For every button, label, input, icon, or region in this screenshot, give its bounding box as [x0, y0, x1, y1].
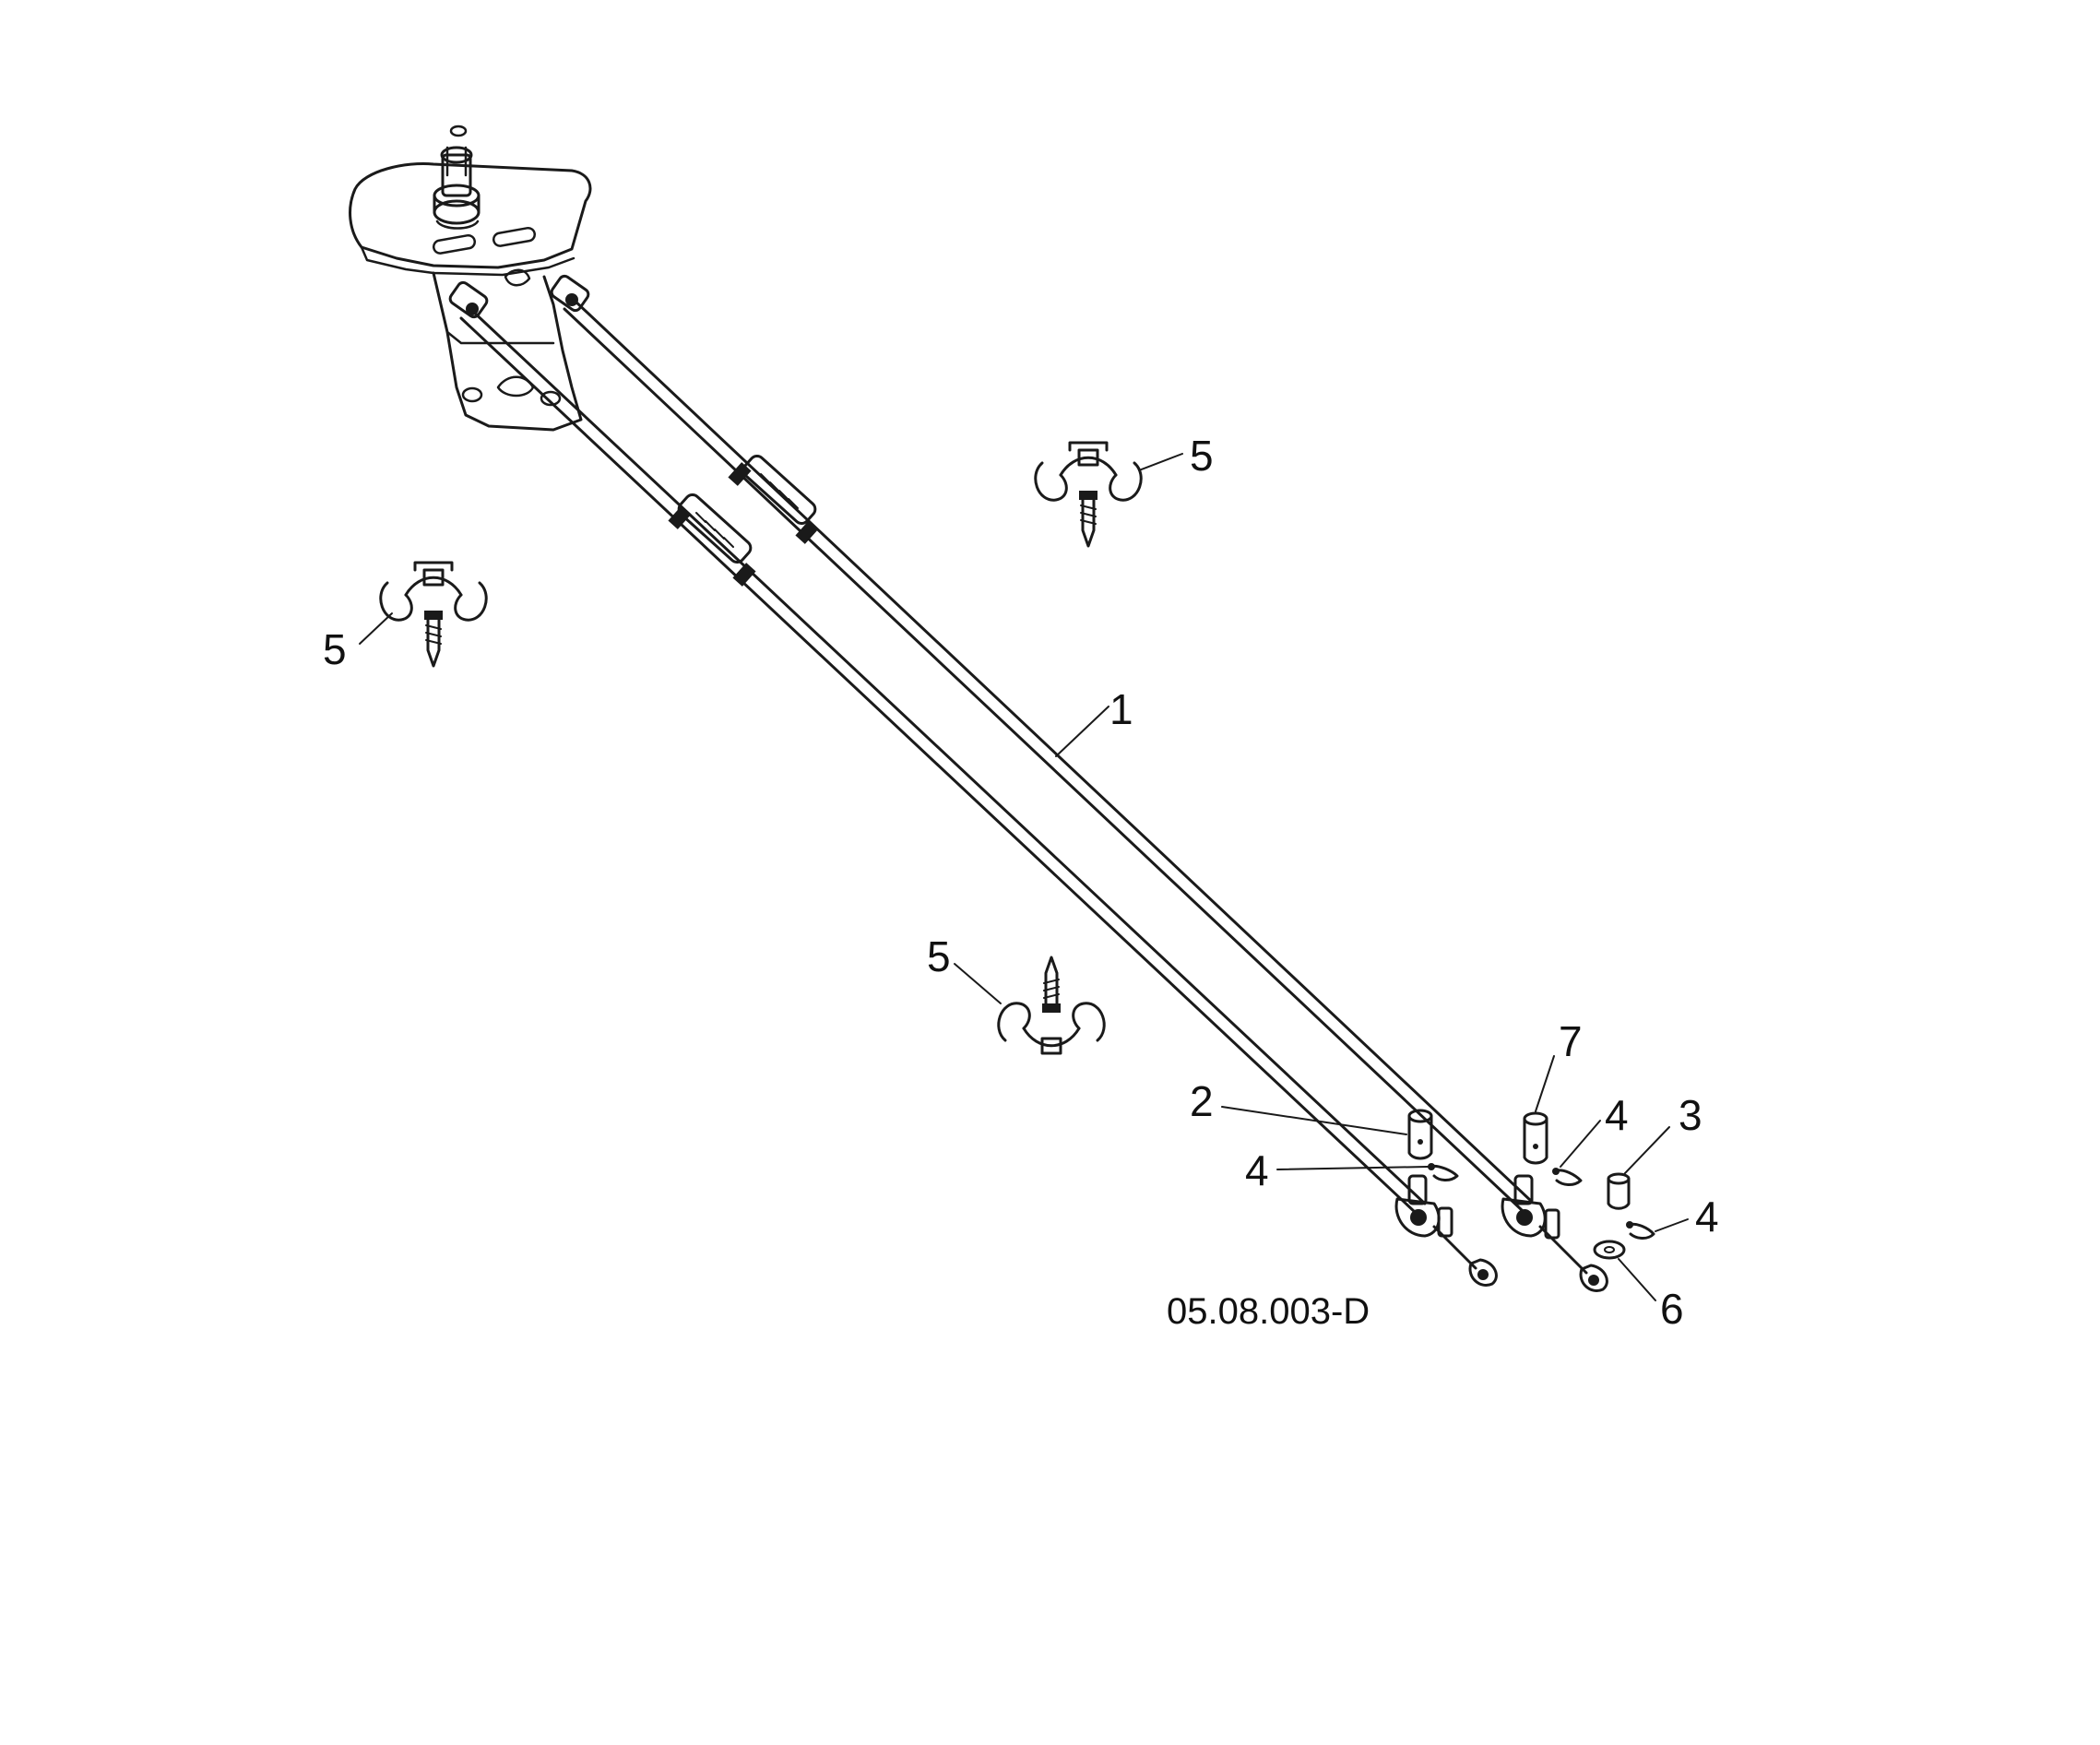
callout-5-left: 5 — [323, 625, 347, 673]
callout-4-left: 4 — [1245, 1146, 1269, 1194]
callout-1: 1 — [1109, 685, 1133, 733]
mounting-bracket — [349, 125, 592, 432]
cable-end-right — [1501, 1174, 1608, 1292]
retaining-clip-left — [1428, 1163, 1459, 1181]
clevis-pin-2 — [1407, 1109, 1433, 1160]
leader-lines — [359, 453, 1689, 1301]
callout-2: 2 — [1190, 1077, 1214, 1125]
retaining-clip-middle — [1552, 1168, 1583, 1186]
cable-clip-bottom — [997, 956, 1106, 1055]
clevis-pin-7 — [1523, 1111, 1548, 1165]
control-cables — [459, 298, 1533, 1215]
cable-clip-top-right — [1034, 441, 1143, 548]
clevis-pin-3 — [1607, 1172, 1631, 1210]
cable-end-left — [1394, 1174, 1498, 1287]
washer-6 — [1593, 1240, 1626, 1260]
callout-3: 3 — [1679, 1091, 1703, 1139]
diagram-reference-code: 05.08.003-D — [1167, 1291, 1370, 1332]
retaining-clip-right — [1626, 1221, 1655, 1240]
callout-6: 6 — [1660, 1285, 1684, 1333]
callout-4-right: 4 — [1695, 1193, 1719, 1240]
callout-4-middle: 4 — [1605, 1091, 1629, 1139]
callout-labels: 1 2 3 4 4 4 5 5 5 6 7 — [323, 432, 1719, 1333]
cable-clip-left — [379, 561, 488, 668]
callout-7: 7 — [1559, 1017, 1583, 1065]
cable-adjuster-left — [668, 493, 756, 587]
callout-5-bottom: 5 — [927, 932, 951, 980]
callout-5-top: 5 — [1190, 432, 1214, 480]
cable-adjuster-right — [728, 455, 819, 544]
